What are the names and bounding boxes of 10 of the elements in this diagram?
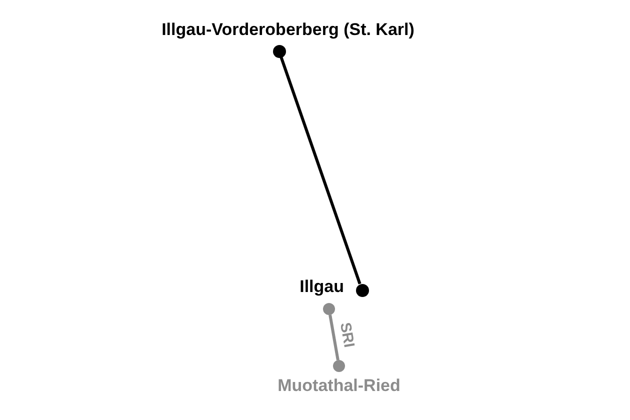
station-name: Illgau [300,277,344,296]
station-name: Muotathal-Ried [278,376,400,395]
station-dot [272,44,286,58]
station-dot [356,284,368,296]
route-line [328,314,340,360]
route-line [280,56,362,284]
route-label: SRI [336,321,358,350]
station-dot [323,303,335,315]
station-name: Illgau-Vorderoberberg (St. Karl) [162,20,414,39]
station-dot [333,360,345,372]
